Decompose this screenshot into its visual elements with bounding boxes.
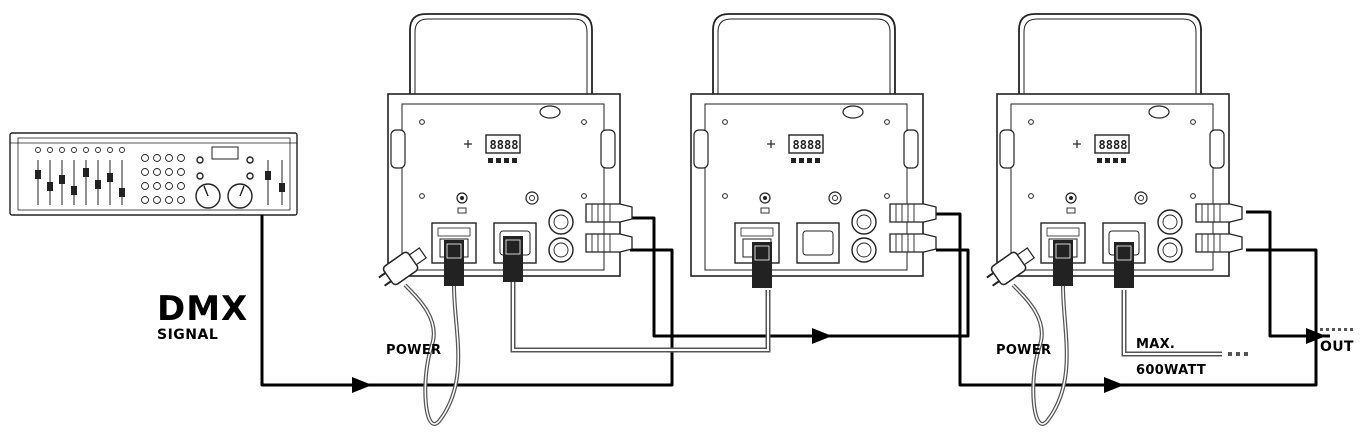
signal-label: SIGNAL <box>157 327 219 343</box>
continuation-dots <box>1228 328 1353 356</box>
mains-plug-right <box>986 247 1035 287</box>
power-label-right: POWER <box>996 343 1052 358</box>
dmx-controller <box>9 132 298 216</box>
dmx-cable-fixture-3-out <box>1246 210 1330 338</box>
dmx-cable-controller-to-fixture-1 <box>260 215 674 387</box>
dmx-cable-fixture-1-to-2 <box>632 216 970 338</box>
dmx-label: DMX <box>157 289 249 329</box>
fixture-3-display: 8888 <box>1099 138 1128 152</box>
power-label-left: POWER <box>386 343 442 358</box>
dmx-cables <box>260 210 1330 387</box>
dmx-cable-fixture-2-to-3 <box>936 212 1318 387</box>
arrows <box>352 328 1326 393</box>
arrow-icon <box>1306 328 1326 344</box>
fixture-2-display: 8888 <box>793 138 822 152</box>
arrow-icon <box>1104 377 1124 393</box>
arrow-icon <box>812 328 832 344</box>
power-link-cable <box>510 280 771 353</box>
fixture-1-display: 8888 <box>490 138 519 152</box>
wattage-label: 600WATT <box>1136 363 1207 378</box>
out-label: OUT <box>1320 339 1354 355</box>
mains-plug-left <box>378 247 427 287</box>
max-label: MAX. <box>1136 337 1176 352</box>
arrow-icon <box>352 377 372 393</box>
